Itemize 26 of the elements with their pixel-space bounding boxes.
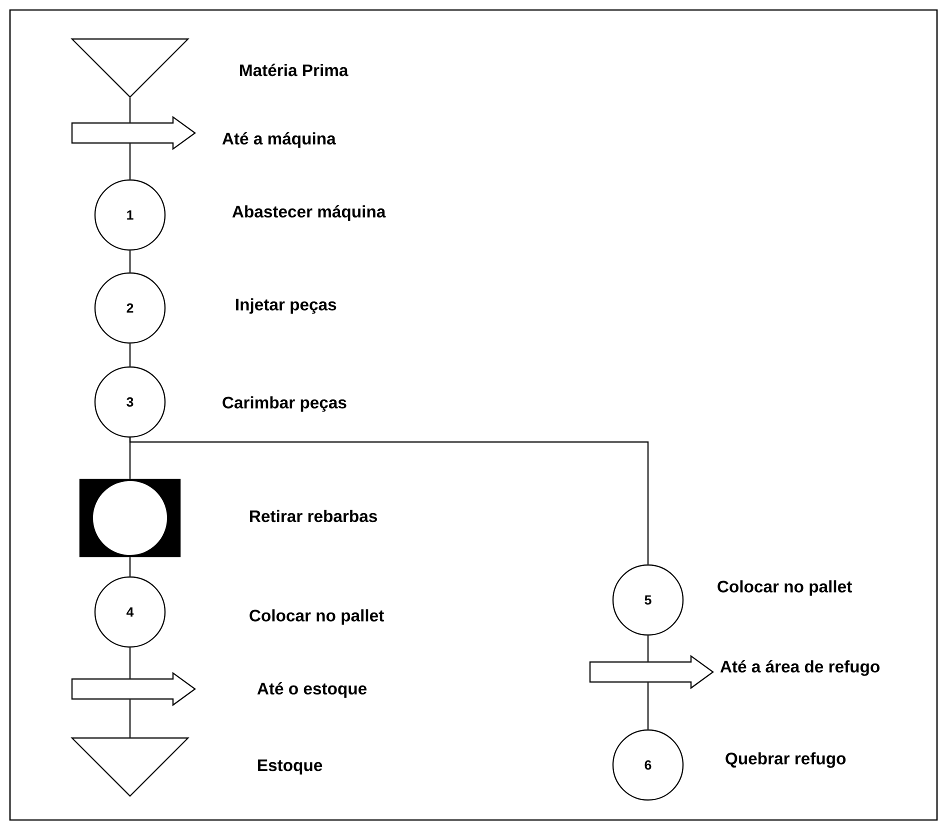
step-label: Carimbar peças	[222, 396, 346, 412]
connector-line	[647, 636, 649, 662]
step-label: Colocar no pallet	[718, 580, 852, 596]
step-label: Abastecer máquina	[232, 205, 386, 221]
connector-line	[129, 144, 131, 180]
step-label: Matéria Prima	[240, 64, 348, 76]
connector-line	[129, 250, 131, 272]
transport-symbol	[71, 672, 196, 706]
step-label: Retirar rebarbas	[250, 510, 377, 522]
connector-line	[129, 437, 649, 564]
connector-line	[129, 98, 131, 122]
connector-line	[129, 344, 131, 366]
step-label: Injetar peças	[236, 298, 336, 314]
step-label: Quebrar refugo	[726, 752, 846, 768]
connector-line	[647, 682, 649, 730]
step-label: Até a máquina	[222, 132, 336, 148]
combined-activity-symbol	[79, 478, 181, 558]
connector-line	[129, 648, 131, 678]
connector-line	[129, 557, 131, 576]
step-label: Até o estoque	[257, 682, 367, 698]
step-label: Estoque	[258, 760, 322, 774]
transport-symbol	[71, 116, 196, 150]
step-label: Colocar no pallet	[250, 609, 384, 625]
transport-symbol	[589, 654, 714, 690]
connector-line	[129, 700, 131, 738]
step-label: Até a área de refugo	[720, 660, 880, 676]
